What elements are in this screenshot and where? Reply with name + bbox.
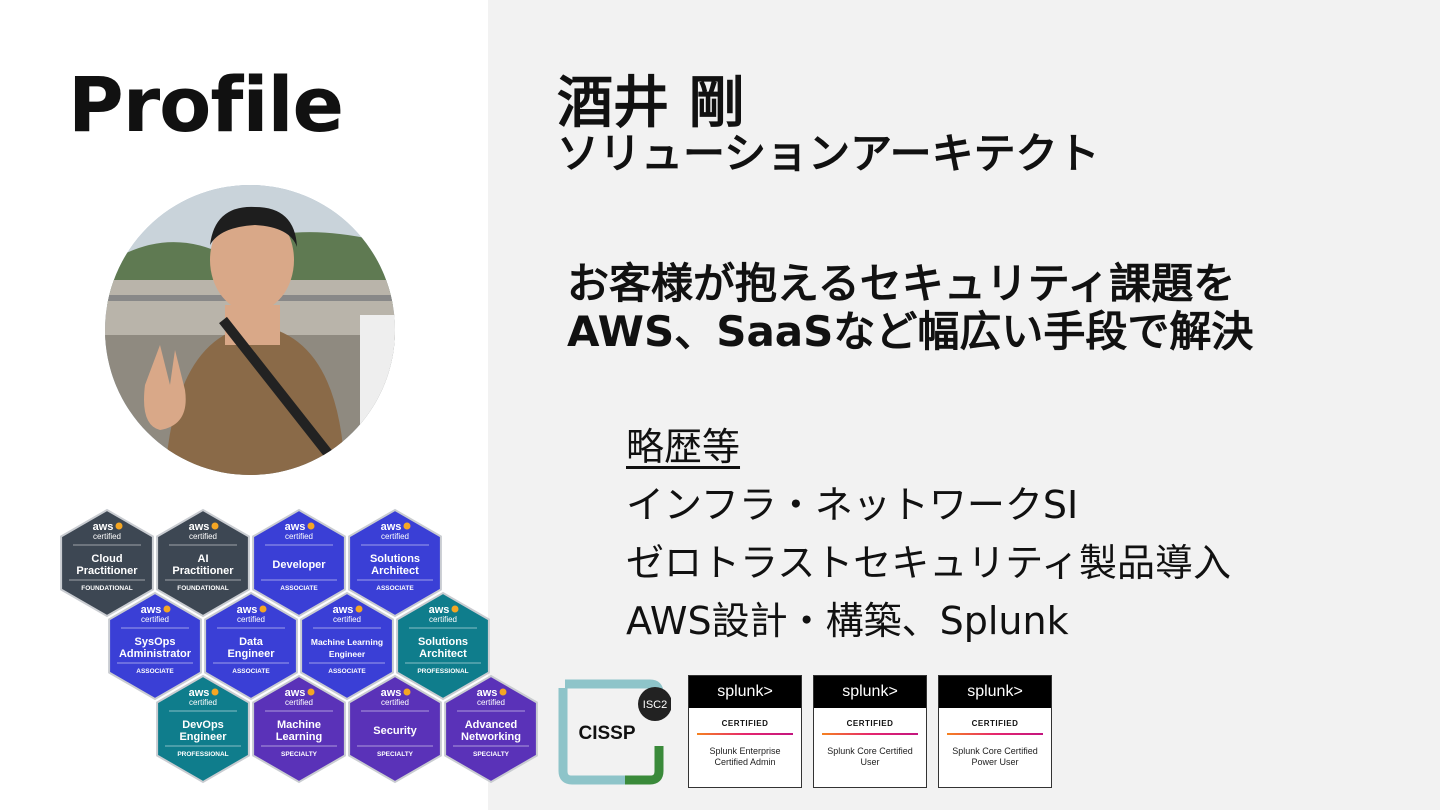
splunk-cert-label: CERTIFIED (846, 719, 894, 728)
splunk-divider (822, 733, 918, 735)
tagline-line: お客様が抱えるセキュリティ課題を (567, 259, 1236, 308)
splunk-badge-user: splunk> CERTIFIED Splunk Core Certified … (813, 675, 927, 788)
person-role: ソリューションアーキテクト (557, 129, 1100, 178)
career-section: 略歴等 インフラ・ネットワークSI ゼロトラストセキュリティ製品導入 AWS設計… (626, 418, 1231, 650)
splunk-cert-name: Splunk Core Certified User (827, 746, 913, 767)
splunk-cert-name: Splunk Enterprise Certified Admin (709, 746, 781, 767)
splunk-cert-name: Splunk Core Certified Power User (952, 746, 1038, 767)
splunk-badge-admin: splunk> CERTIFIED Splunk Enterprise Cert… (688, 675, 802, 788)
tagline-line: AWS、SaaSなど幅広い手段で解決 (567, 307, 1254, 356)
tagline: お客様が抱えるセキュリティ課題を AWS、SaaSなど幅広い手段で解決 (567, 260, 1253, 356)
splunk-logo: splunk> (689, 676, 801, 708)
splunk-divider (697, 733, 793, 735)
cissp-label: CISSP (578, 723, 635, 744)
person-name: 酒井 剛 (557, 71, 745, 136)
splunk-badge-power-user: splunk> CERTIFIED Splunk Core Certified … (938, 675, 1052, 788)
splunk-logo: splunk> (814, 676, 926, 708)
career-item: インフラ・ネットワークSI (626, 483, 1079, 527)
splunk-logo: splunk> (939, 676, 1051, 708)
page-title: Profile (68, 60, 344, 149)
profile-photo (105, 185, 395, 475)
cissp-badge: ISC2 CISSP (555, 676, 672, 788)
career-item: ゼロトラストセキュリティ製品導入 (626, 541, 1231, 585)
career-heading: 略歴等 (626, 425, 741, 469)
career-item: AWS設計・構築、Splunk (626, 599, 1069, 643)
splunk-cert-label: CERTIFIED (971, 719, 1019, 728)
cissp-org: ISC2 (643, 699, 667, 711)
splunk-cert-label: CERTIFIED (721, 719, 769, 728)
splunk-divider (947, 733, 1043, 735)
